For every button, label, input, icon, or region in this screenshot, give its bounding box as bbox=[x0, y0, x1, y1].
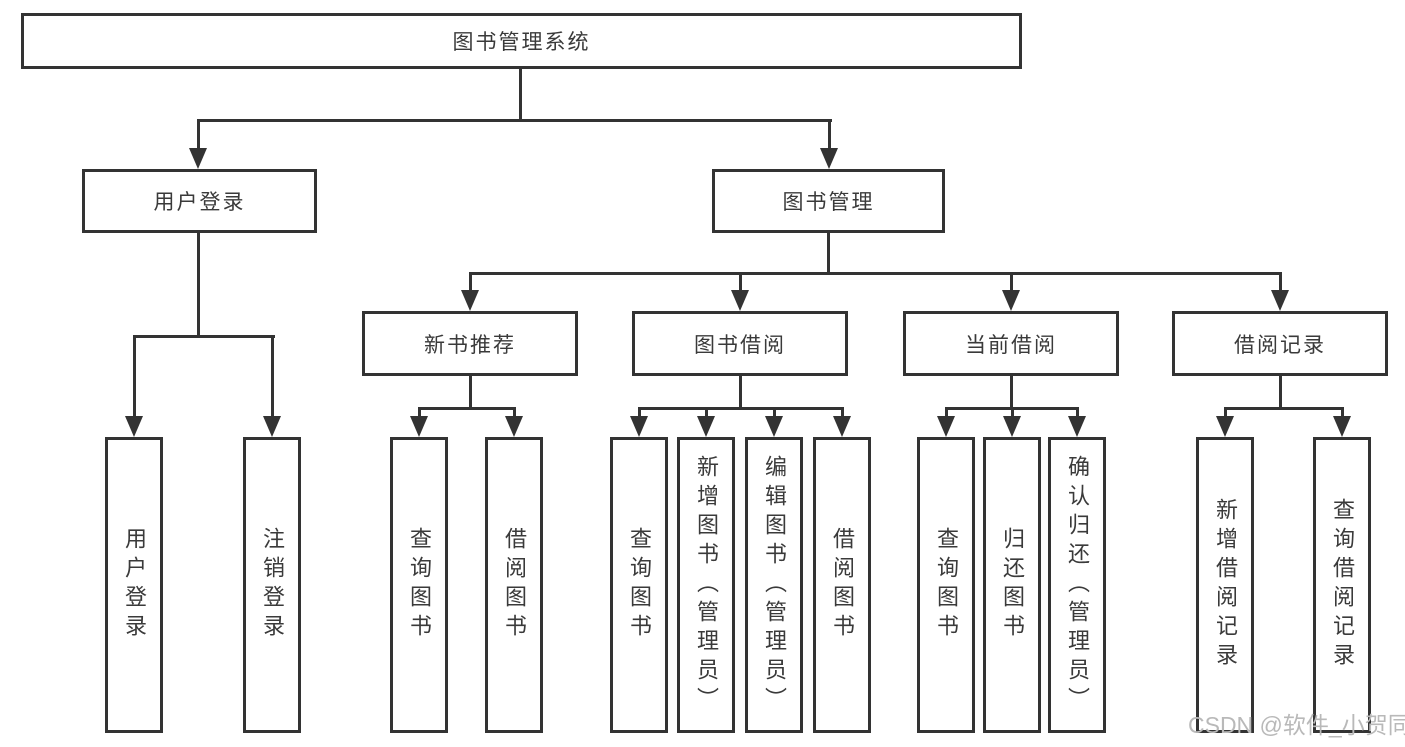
node-current-label: 当前借阅 bbox=[965, 333, 1057, 357]
node-current: 当前借阅 bbox=[903, 311, 1119, 376]
leaf-cb-query-label: 查询图书 bbox=[934, 527, 959, 643]
leaf-logout-label: 注销登录 bbox=[260, 527, 285, 643]
arrowhead-cb-query bbox=[937, 416, 955, 437]
leaf-rec-add-label: 新增借阅记录 bbox=[1213, 498, 1238, 672]
node-book-mgmt: 图书管理 bbox=[712, 169, 945, 233]
arrowhead-user-login bbox=[189, 148, 207, 169]
arrowhead-current bbox=[1002, 290, 1020, 311]
leaf-bb-query-label: 查询图书 bbox=[627, 527, 652, 643]
connector-stub-bb-query bbox=[638, 407, 641, 420]
connector-borrowing-trunk bbox=[739, 376, 742, 410]
node-root-label: 图书管理系统 bbox=[452, 31, 591, 54]
arrowhead-nb-query bbox=[410, 416, 428, 437]
arrowhead-new-books bbox=[461, 290, 479, 311]
connector-stub-borrowing bbox=[739, 272, 742, 294]
leaf-bb-borrow-label: 借阅图书 bbox=[830, 527, 855, 643]
connector-stub-leaf-logout bbox=[271, 335, 274, 421]
connector-stub-bb-edit bbox=[773, 407, 776, 420]
connector-records-bus bbox=[1224, 407, 1344, 410]
arrowhead-cb-confirm bbox=[1068, 416, 1086, 437]
connector-stub-cb-return bbox=[1011, 407, 1014, 420]
connector-new-books-bus bbox=[418, 407, 516, 410]
leaf-nb-query-label: 查询图书 bbox=[407, 527, 432, 643]
arrowhead-rec-query bbox=[1333, 416, 1351, 437]
leaf-cb-return: 归还图书 bbox=[983, 437, 1041, 733]
connector-stub-bb-add bbox=[705, 407, 708, 420]
leaf-bb-edit: 编辑图书（管理员） bbox=[745, 437, 803, 733]
leaf-bb-add: 新增图书（管理员） bbox=[677, 437, 735, 733]
watermark: CSDN @软件_小贺同学 bbox=[1188, 712, 1405, 738]
node-records: 借阅记录 bbox=[1172, 311, 1388, 376]
leaf-user-login: 用户登录 bbox=[105, 437, 163, 733]
leaf-rec-add: 新增借阅记录 bbox=[1196, 437, 1254, 733]
connector-level2-bus bbox=[197, 119, 832, 122]
leaf-nb-borrow-label: 借阅图书 bbox=[502, 527, 527, 643]
node-root: 图书管理系统 bbox=[21, 13, 1022, 69]
leaf-nb-borrow: 借阅图书 bbox=[485, 437, 543, 733]
arrowhead-records bbox=[1271, 290, 1289, 311]
leaf-bb-add-label: 新增图书（管理员） bbox=[694, 454, 719, 716]
connector-borrowing-bus bbox=[638, 407, 844, 410]
arrowhead-leaf-logout bbox=[263, 416, 281, 437]
leaf-nb-query: 查询图书 bbox=[390, 437, 448, 733]
arrowhead-leaf-user-login bbox=[125, 416, 143, 437]
arrowhead-borrowing bbox=[731, 290, 749, 311]
node-user-login-label: 用户登录 bbox=[153, 191, 246, 214]
connector-stub-nb-borrow bbox=[513, 407, 516, 420]
leaf-rec-query-label: 查询借阅记录 bbox=[1330, 498, 1355, 672]
node-borrowing-label: 图书借阅 bbox=[694, 333, 786, 357]
connector-stub-cb-query bbox=[945, 407, 948, 420]
node-user-login: 用户登录 bbox=[82, 169, 317, 233]
leaf-rec-query: 查询借阅记录 bbox=[1313, 437, 1371, 733]
connector-stub-book-mgmt bbox=[828, 119, 831, 153]
arrowhead-bb-edit bbox=[765, 416, 783, 437]
leaf-user-login-label: 用户登录 bbox=[122, 527, 147, 643]
connector-root-trunk bbox=[519, 67, 522, 121]
connector-user-login-trunk bbox=[197, 233, 200, 337]
connector-user-login-bus bbox=[133, 335, 275, 338]
connector-stub-new-books bbox=[469, 272, 472, 294]
connector-stub-bb-borrow bbox=[841, 407, 844, 420]
connector-stub-records bbox=[1279, 272, 1282, 294]
connector-records-trunk bbox=[1279, 376, 1282, 410]
arrowhead-bb-borrow bbox=[833, 416, 851, 437]
connector-stub-rec-query bbox=[1341, 407, 1344, 420]
leaf-cb-confirm-label: 确认归还（管理员） bbox=[1065, 454, 1090, 716]
leaf-logout: 注销登录 bbox=[243, 437, 301, 733]
arrowhead-book-mgmt bbox=[820, 148, 838, 169]
connector-stub-cb-confirm bbox=[1076, 407, 1079, 420]
connector-current-trunk bbox=[1010, 376, 1013, 410]
connector-stub-rec-add bbox=[1224, 407, 1227, 420]
connector-stub-nb-query bbox=[418, 407, 421, 420]
node-book-mgmt-label: 图书管理 bbox=[782, 191, 875, 214]
arrowhead-rec-add bbox=[1216, 416, 1234, 437]
node-records-label: 借阅记录 bbox=[1234, 333, 1326, 357]
leaf-cb-confirm: 确认归还（管理员） bbox=[1048, 437, 1106, 733]
arrowhead-bb-query bbox=[630, 416, 648, 437]
connector-book-mgmt-trunk bbox=[827, 233, 830, 275]
leaf-bb-borrow: 借阅图书 bbox=[813, 437, 871, 733]
connector-new-books-trunk bbox=[469, 376, 472, 410]
leaf-cb-return-label: 归还图书 bbox=[1000, 527, 1025, 643]
node-borrowing: 图书借阅 bbox=[632, 311, 848, 376]
connector-stub-user-login bbox=[197, 119, 200, 153]
connector-stub-leaf-user-login bbox=[133, 335, 136, 421]
leaf-bb-edit-label: 编辑图书（管理员） bbox=[762, 454, 787, 716]
arrowhead-cb-return bbox=[1003, 416, 1021, 437]
arrowhead-bb-add bbox=[697, 416, 715, 437]
arrowhead-nb-borrow bbox=[505, 416, 523, 437]
node-new-books-label: 新书推荐 bbox=[424, 333, 516, 357]
connector-level3-bus bbox=[469, 272, 1282, 275]
node-new-books: 新书推荐 bbox=[362, 311, 578, 376]
leaf-bb-query: 查询图书 bbox=[610, 437, 668, 733]
connector-stub-current bbox=[1010, 272, 1013, 294]
leaf-cb-query: 查询图书 bbox=[917, 437, 975, 733]
